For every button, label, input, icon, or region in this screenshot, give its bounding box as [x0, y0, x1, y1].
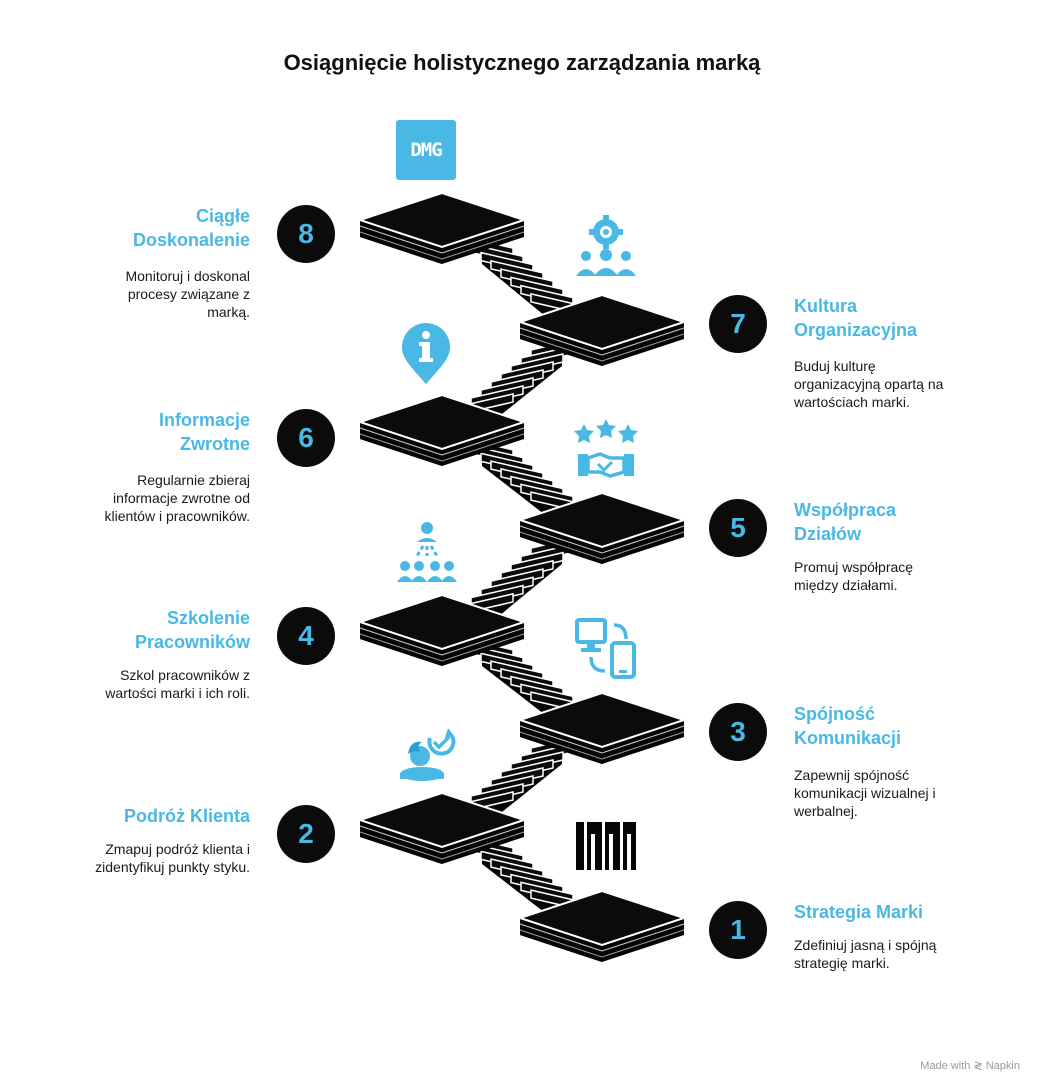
dmg-logo-text: DMG — [410, 139, 442, 161]
step-number-7: 7 — [709, 295, 767, 353]
made-with-napkin: Made with ≷ Napkin — [920, 1060, 1020, 1072]
stair-flight-4-5 — [460, 535, 584, 630]
step-title-1: Strategia Marki — [794, 902, 924, 922]
step-desc-3: Zapewnij spójność komunikacji wizualnej … — [794, 767, 936, 819]
training-hierarchy-icon — [397, 522, 457, 582]
customer-journey-icon — [400, 728, 456, 781]
step-title-5: Współpraca Działów — [794, 500, 897, 544]
devices-sync-icon — [575, 618, 636, 679]
step-title-4: Szkolenie Pracowników — [134, 608, 250, 652]
step-desc-2: Zmapuj podróż klienta i zidentyfikuj pun… — [95, 841, 250, 875]
stair-flight-6-7 — [460, 337, 584, 430]
step-number-4: 4 — [277, 607, 335, 665]
step-title-2: Podróż Klienta — [123, 806, 250, 826]
step-title-6: Informacje Zwrotne — [158, 410, 250, 454]
step-desc-7: Buduj kulturę organizacyjną opartą na wa… — [794, 358, 944, 410]
team-gear-icon — [576, 215, 636, 276]
step-number-3: 3 — [709, 703, 767, 761]
step-desc-5: Promuj współpracę między działami. — [794, 559, 914, 593]
stair-flight-3-4 — [460, 636, 584, 728]
dmg-logo-icon: DMG — [396, 120, 456, 180]
step-desc-1: Zdefiniuj jasną i spójną strategię marki… — [794, 937, 937, 971]
step-desc-8: Monitoruj i doskonal procesy związane z … — [125, 268, 250, 320]
step-title-8: Ciągłe Doskonalenie — [132, 206, 250, 250]
brand-columns-icon — [576, 822, 636, 870]
page-title: Osiągnięcie holistycznego zarządzania ma… — [283, 50, 761, 75]
step-number-8: 8 — [277, 205, 335, 263]
step-number-1: 1 — [709, 901, 767, 959]
step-number-6: 6 — [277, 409, 335, 467]
step-number-5: 5 — [709, 499, 767, 557]
step-number-2: 2 — [277, 805, 335, 863]
step-desc-4: Szkol pracowników z wartości marki i ich… — [105, 667, 250, 701]
step-desc-6: Regularnie zbieraj informacje zwrotne od… — [104, 472, 250, 524]
stars-handshake-icon — [574, 419, 638, 478]
step-title-3: Spójność Komunikacji — [794, 704, 902, 748]
info-pin-icon — [402, 323, 450, 384]
step-title-7: Kultura Organizacyjna — [794, 296, 918, 340]
